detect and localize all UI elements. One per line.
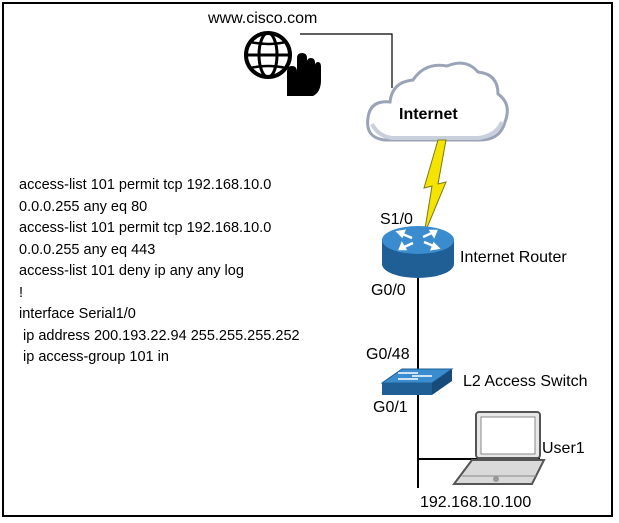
globe-hand-cursor-icon bbox=[244, 31, 321, 96]
switch-label: L2 Access Switch bbox=[463, 373, 588, 390]
website-label: www.cisco.com bbox=[208, 10, 318, 27]
web-to-cloud-link bbox=[300, 33, 393, 88]
switch-icon bbox=[380, 368, 454, 395]
user-label: User1 bbox=[542, 440, 585, 457]
config-line: access-list 101 permit tcp 192.168.10.0 bbox=[19, 220, 272, 236]
laptop-icon bbox=[452, 411, 546, 485]
config-line: access-list 101 deny ip any any log bbox=[19, 263, 244, 279]
switch-access-port-label: G0/1 bbox=[373, 399, 408, 416]
config-line: ! bbox=[19, 284, 24, 301]
user-ip-label: 192.168.10.100 bbox=[420, 494, 532, 511]
config-line: 0.0.0.255 any eq 80 bbox=[19, 198, 148, 215]
config-line: ip access-group 101 in bbox=[19, 349, 169, 365]
internet-label: Internet bbox=[399, 106, 458, 123]
acl-config-block: access-list 101 permit tcp 192.168.10.0 … bbox=[19, 175, 300, 369]
router-lan-port-label: G0/0 bbox=[371, 282, 406, 299]
config-line: access-list 101 permit tcp 192.168.10.0 bbox=[19, 177, 272, 193]
router-wan-port-label: S1/0 bbox=[380, 211, 413, 228]
router-label: Internet Router bbox=[460, 249, 567, 266]
router-icon bbox=[382, 226, 454, 278]
cloud-icon bbox=[366, 61, 509, 142]
config-line: interface Serial1/0 bbox=[19, 306, 136, 322]
lightning-bolt-icon bbox=[423, 139, 447, 236]
config-line: ip address 200.193.22.94 255.255.255.252 bbox=[19, 327, 300, 344]
switch-uplink-port-label: G0/48 bbox=[366, 346, 410, 363]
config-line: 0.0.0.255 any eq 443 bbox=[19, 241, 156, 258]
